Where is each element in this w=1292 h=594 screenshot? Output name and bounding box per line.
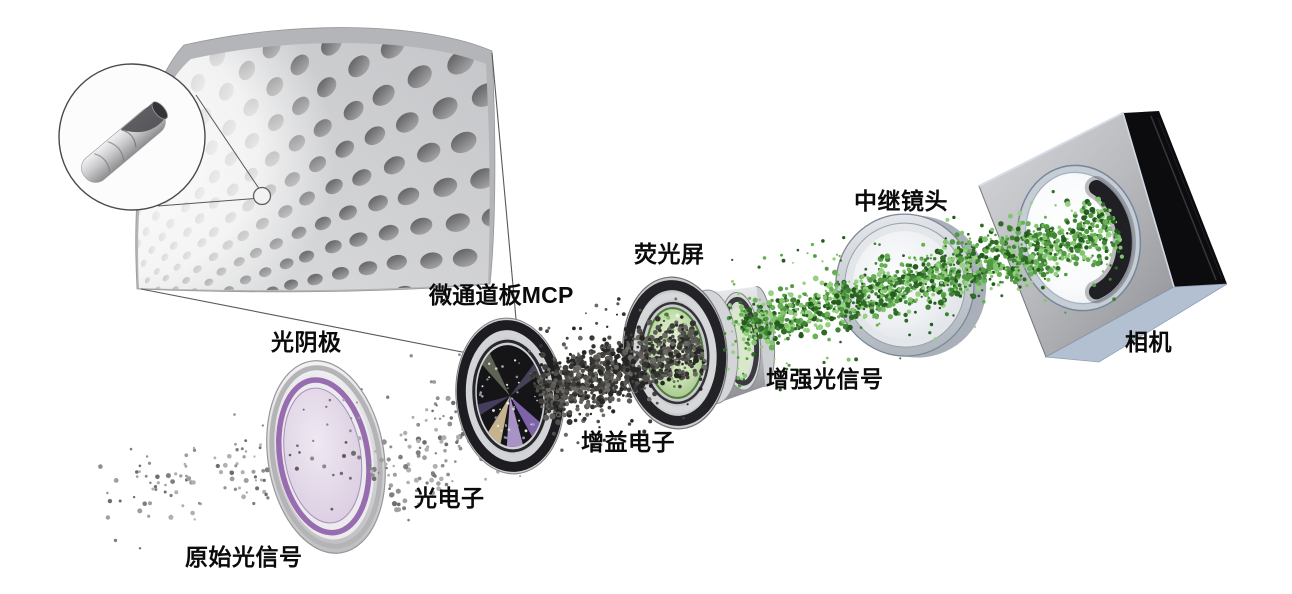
label-photoelectron: 光电子	[414, 485, 485, 511]
gain-electron-beam	[528, 297, 708, 452]
projection-lines	[140, 52, 518, 362]
label-relay-lens: 中继镜头	[854, 188, 948, 214]
label-phosphor-screen: 荧光屏	[634, 241, 705, 267]
label-original-signal: 原始光信号	[185, 544, 303, 570]
label-enhanced-signal: 增强光信号	[766, 366, 884, 392]
mcp-disc	[455, 317, 565, 475]
photocathode-lens	[266, 360, 386, 554]
highlighted-channel-dot	[252, 186, 272, 206]
channel-inset	[58, 63, 206, 211]
label-camera: 相机	[1125, 329, 1172, 355]
enhanced-light-beam	[722, 190, 1124, 392]
label-gain-electrons: 增益电子	[581, 429, 675, 455]
single-channel-tube	[81, 101, 168, 183]
label-photocathode: 光阴极	[271, 329, 342, 355]
label-mcp: 微通道板MCP	[429, 282, 574, 308]
photocathode-speckles	[288, 405, 352, 511]
